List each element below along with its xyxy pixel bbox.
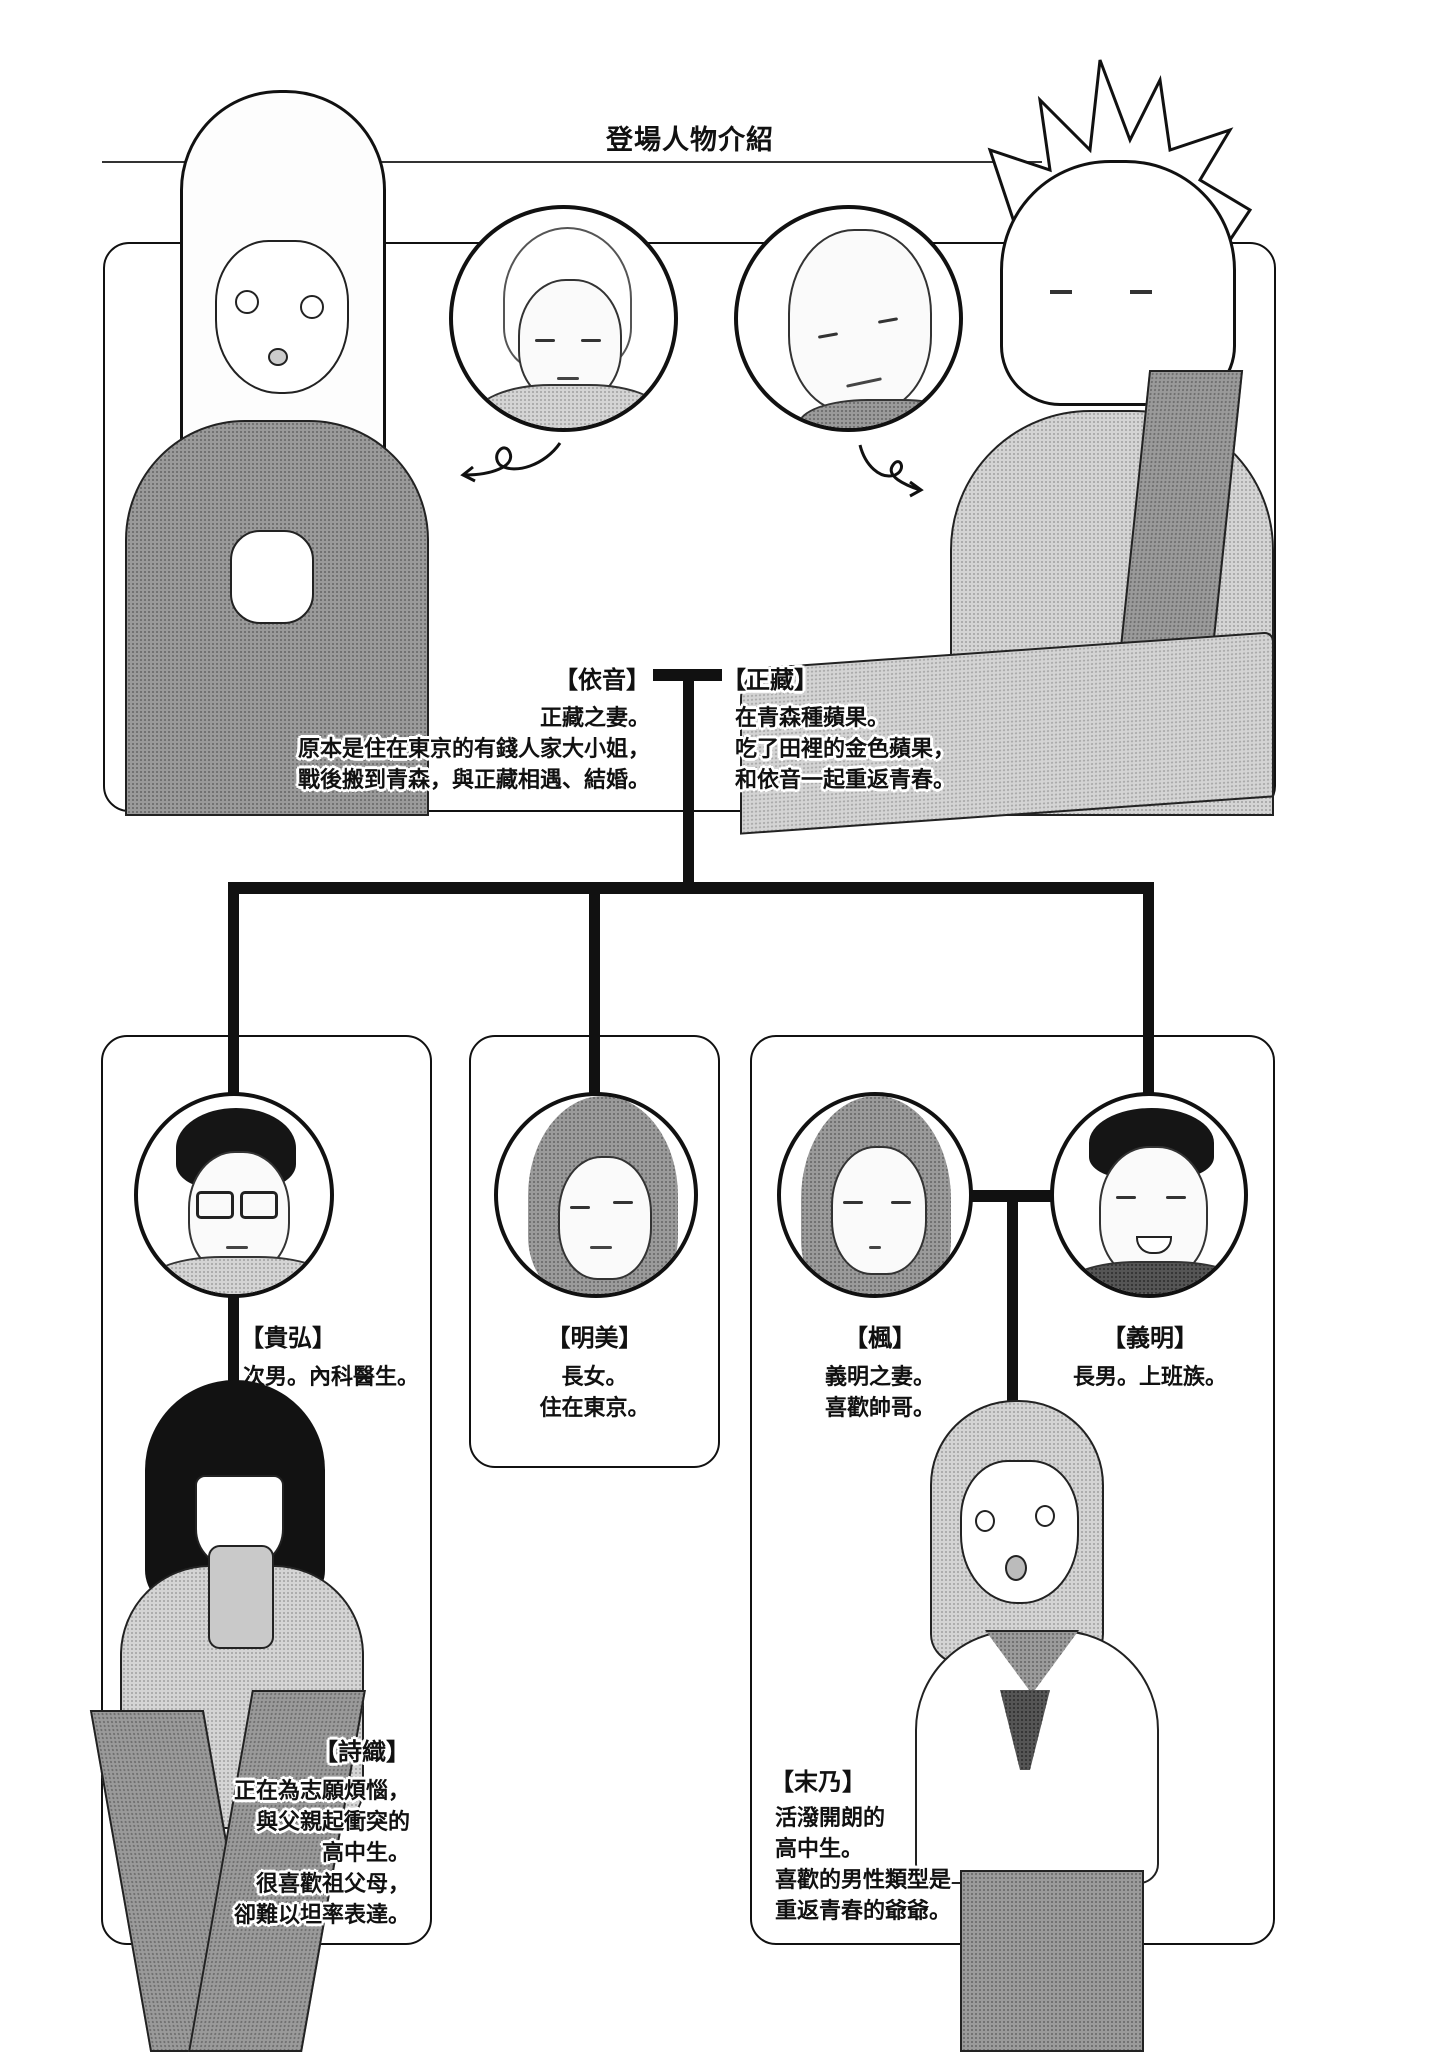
akemi-name: 【明美】 (546, 1324, 643, 1352)
woman-closed-eyes-portrait (777, 1092, 973, 1298)
takahiro-name: 【貴弘】 (240, 1324, 336, 1352)
branch-to-yoshiaki (1143, 882, 1154, 1094)
curly-arrow-left-icon (460, 442, 562, 483)
title-rule (102, 161, 1042, 163)
wife-description: 正藏之妻。 原本是住在東京的有錢人家大小姐， 戰後搬到青森，與正藏相遇、結婚。 (297, 706, 650, 793)
page-title: 登場人物介紹 (606, 125, 774, 156)
takahiro-description: 次男。內科醫生。 (243, 1365, 420, 1390)
branch-to-akemi (589, 882, 600, 1094)
elderly-woman-portrait (449, 205, 678, 432)
branch-to-takahiro (228, 882, 239, 1094)
shiori-name: 【詩織】 (314, 1738, 410, 1766)
yoshiaki-description: 長男。上班族。 (1072, 1365, 1227, 1390)
man-with-glasses-portrait (134, 1092, 334, 1298)
mino-description: 活潑開朗的 高中生。 喜歡的男性類型是 重返青春的爺爺。 (775, 1806, 952, 1924)
branch-to-shiori (228, 1297, 239, 1389)
husband-name: 【正藏】 (722, 666, 818, 694)
kaede-name: 【楓】 (844, 1324, 916, 1352)
akemi-panel (469, 1035, 720, 1468)
elderly-man-portrait (734, 205, 963, 432)
young-man-illustration (740, 40, 1280, 835)
young-woman-illustration (100, 90, 460, 816)
family-trunk-line (683, 675, 694, 893)
man-in-suit-portrait (1050, 1092, 1248, 1298)
shiori-description: 正在為志願煩惱， 與父親起衝突的 高中生。 很喜歡祖父母， 卻難以坦率表達。 (233, 1779, 410, 1928)
mino-name: 【末乃】 (770, 1768, 866, 1796)
yoshiaki-name: 【義明】 (1102, 1324, 1198, 1352)
husband-description: 在青森種蘋果。 吃了田裡的金色蘋果， 和依音一起重返青春。 (735, 706, 956, 793)
branch-to-mino (1007, 1195, 1018, 1410)
curly-arrow-right-icon (858, 444, 924, 498)
woman-portrait (494, 1092, 698, 1298)
shiori-illustration (89, 1380, 430, 2052)
wife-name: 【依音】 (554, 666, 650, 694)
children-branch-line (228, 882, 1154, 894)
mino-illustration (900, 1400, 1230, 2052)
kaede-description: 義明之妻。 喜歡帥哥。 (824, 1365, 935, 1421)
akemi-description: 長女。 住在東京。 (539, 1365, 650, 1421)
